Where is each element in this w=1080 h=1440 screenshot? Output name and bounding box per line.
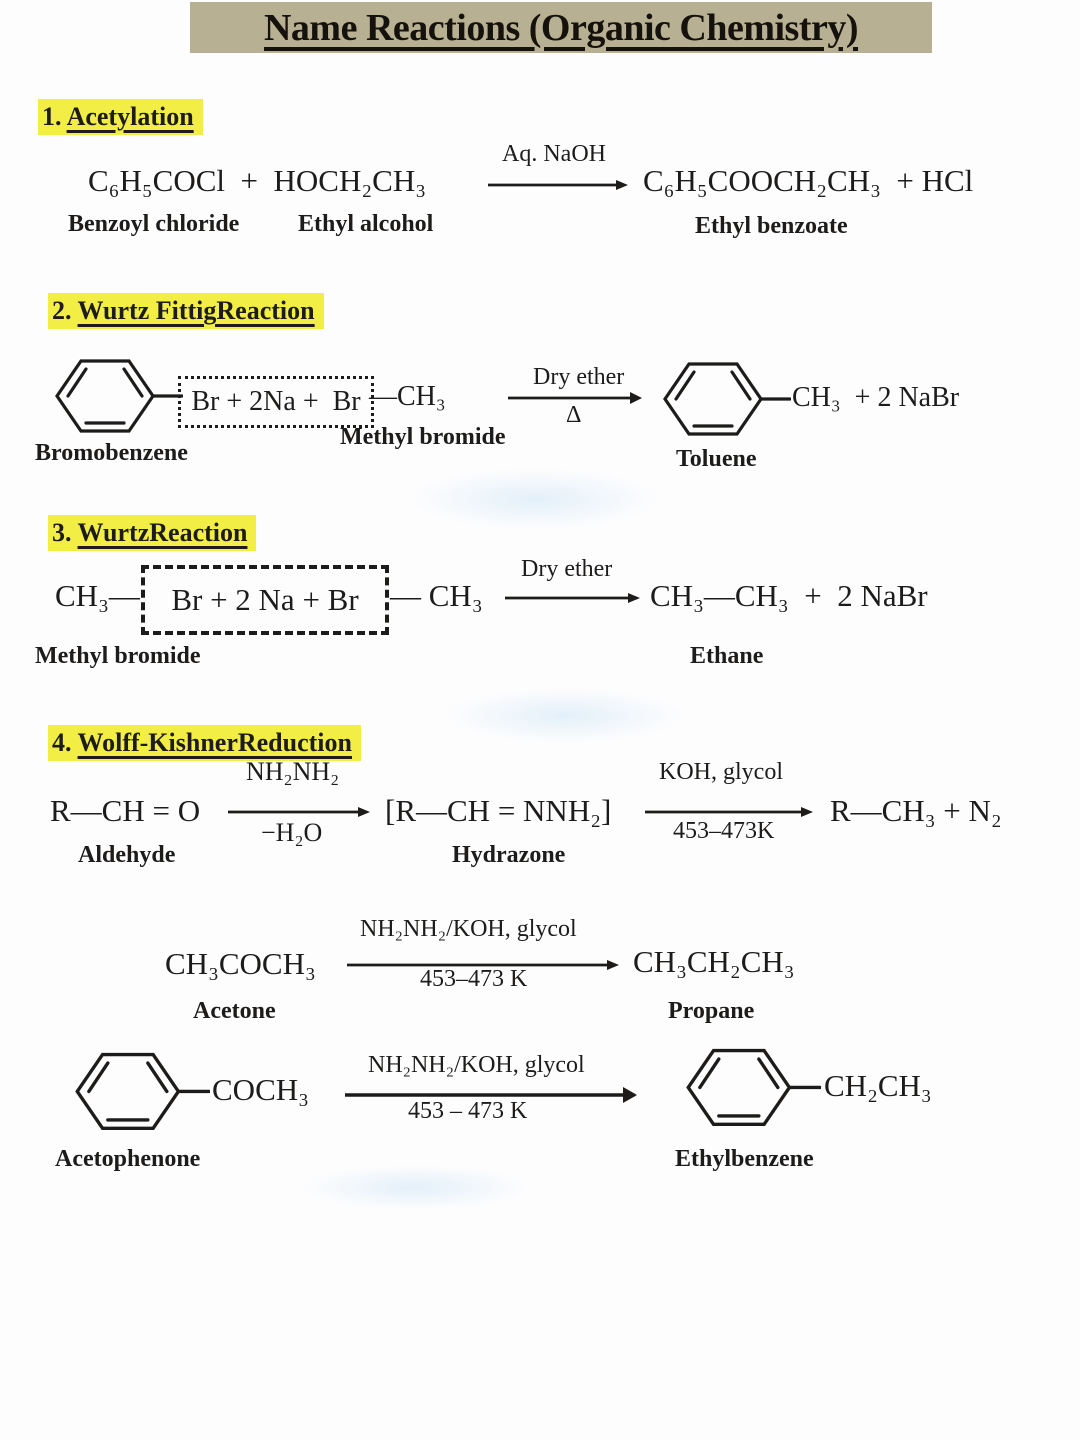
ethyl-benzoate-label: Ethyl benzoate	[695, 213, 848, 239]
propane-label: Propane	[668, 998, 755, 1024]
wurtz-left-group-formula: CH₃—	[55, 578, 140, 613]
wurtz-fittig-boxed-formula: Br + 2Na + Br	[191, 386, 361, 417]
sodium-exchange-dashed-box: Br + 2 Na + Br	[141, 565, 389, 635]
hydrazone-formula: [R—CH = NNH₂]	[385, 793, 612, 828]
section-heading-wurtz: 3. WurtzReaction	[22, 488, 257, 578]
scan-smudge	[410, 468, 660, 530]
section-heading-acetylation: 1. Acetylation	[12, 72, 203, 162]
section-name: Wolff-KishnerReduction	[77, 728, 352, 757]
reaction-arrow	[488, 180, 628, 190]
page-title-bar: Name Reactions (Organic Chemistry)	[190, 2, 932, 53]
reaction-arrow	[347, 960, 619, 970]
aldehyde-label: Aldehyde	[78, 842, 176, 868]
propane-formula: CH₃CH₂CH₃	[633, 944, 795, 979]
section-name: Wurtz FittigReaction	[77, 296, 315, 325]
heading-highlight: 1. Acetylation	[38, 99, 203, 135]
acetone-formula: CH₃COCH₃	[165, 946, 316, 981]
heading-highlight: 2. Wurtz FittigReaction	[48, 293, 324, 329]
acetylation-condition-label: Aq. NaOH	[502, 141, 606, 167]
section-heading-wolff-kishner: 4. Wolff-KishnerReduction	[22, 698, 361, 788]
benzoyl-chloride-label: Benzoyl chloride	[68, 211, 240, 237]
acetone-condition-label: NH₂NH₂/KOH, glycol	[360, 916, 577, 942]
reaction-arrow	[645, 807, 813, 817]
section-name: Acetylation	[66, 102, 194, 131]
methyl-bromide-group-formula: —CH₃	[369, 381, 446, 412]
temperature-label: 453–473K	[673, 818, 775, 844]
benzene-ring-ethylbenzene-structure	[686, 1048, 821, 1127]
methyl-bromide-label: Methyl bromide	[35, 643, 201, 669]
acetophenone-label: Acetophenone	[55, 1146, 201, 1172]
reaction-arrow	[228, 807, 370, 817]
wolff-products-formula: R—CH₃ + N₂	[830, 793, 1002, 828]
acetylation-products-formula: C₆H₅COOCH₂CH₃ + HCl	[643, 163, 974, 198]
reaction-arrow	[508, 392, 642, 404]
wurtz-right-group-formula: — CH₃	[390, 578, 483, 613]
section-heading-wurtz-fittig: 2. Wurtz FittigReaction	[22, 266, 324, 356]
heading-highlight: 4. Wolff-KishnerReduction	[48, 725, 361, 761]
delta-heat-label: Δ	[566, 402, 582, 428]
toluene-label: Toluene	[676, 446, 757, 472]
dry-ether-label: Dry ether	[533, 364, 625, 390]
section-number: 1.	[42, 102, 62, 131]
bromobenzene-label: Bromobenzene	[35, 440, 188, 466]
acetone-temperature-label: 453–473 K	[420, 966, 528, 992]
ethane-label: Ethane	[690, 643, 764, 669]
benzene-ring-bromobenzene-structure	[55, 359, 183, 433]
acetophenone-condition-label: NH₂NH₂/KOH, glycol	[368, 1052, 585, 1078]
scan-smudge	[300, 1165, 530, 1210]
hydrazine-condition-label: NH₂NH₂	[246, 757, 340, 786]
section-number: 2.	[52, 296, 72, 325]
section-number: 4.	[52, 728, 72, 757]
benzene-ring-toluene-structure	[663, 362, 791, 436]
ethylbenzene-substituent-formula: CH₂CH₃	[824, 1068, 932, 1103]
page-title: Name Reactions (Organic Chemistry)	[263, 6, 859, 49]
section-name: WurtzReaction	[77, 518, 248, 547]
acetone-label: Acetone	[193, 998, 276, 1024]
acetophenone-substituent-formula: COCH₃	[212, 1072, 309, 1107]
wurtz-products-formula: CH₃—CH₃ + 2 NaBr	[650, 578, 928, 613]
ethyl-alcohol-label: Ethyl alcohol	[298, 211, 434, 237]
benzene-ring-acetophenone-structure	[75, 1052, 210, 1131]
scan-smudge	[445, 688, 685, 743]
hydrazone-label: Hydrazone	[452, 842, 566, 868]
ethylbenzene-label: Ethylbenzene	[675, 1146, 814, 1172]
reaction-arrow	[345, 1087, 637, 1103]
dry-ether-label: Dry ether	[521, 556, 613, 582]
methyl-bromide-label: Methyl bromide	[340, 424, 506, 450]
section-number: 3.	[52, 518, 72, 547]
wurtz-boxed-formula: Br + 2 Na + Br	[171, 582, 359, 617]
reaction-arrow	[505, 593, 640, 603]
aldehyde-formula: R—CH = O	[50, 793, 201, 828]
heading-highlight: 3. WurtzReaction	[48, 515, 257, 551]
minus-water-label: −H₂O	[261, 818, 323, 847]
sodium-exchange-dotted-box: Br + 2Na + Br	[178, 376, 374, 428]
acetophenone-temperature-label: 453 – 473 K	[408, 1098, 528, 1124]
acetylation-reactants-formula: C₆H₅COCl + HOCH₂CH₃	[88, 163, 427, 198]
koh-glycol-label: KOH, glycol	[659, 759, 783, 785]
wurtz-fittig-products-formula: CH₃ + 2 NaBr	[792, 382, 960, 413]
